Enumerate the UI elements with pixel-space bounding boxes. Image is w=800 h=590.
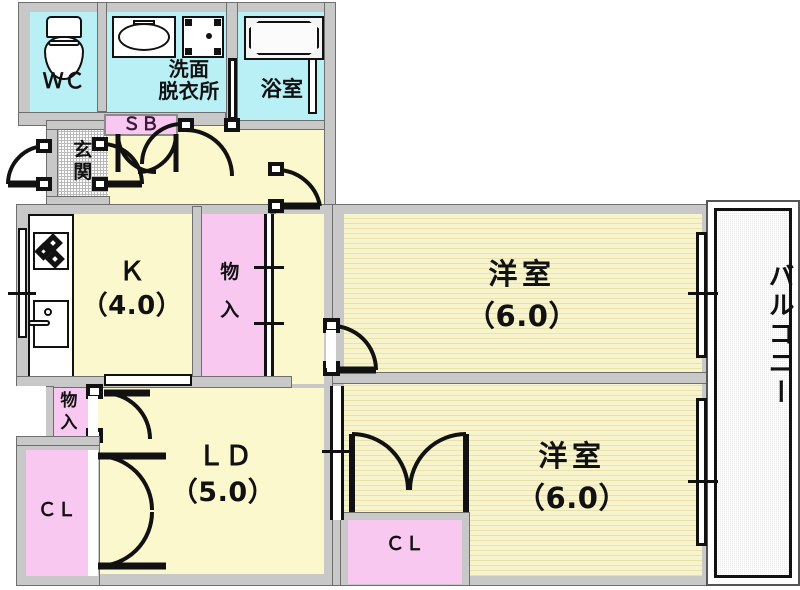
- washer-drain-dot: [206, 33, 212, 39]
- opening-room-top-door: [326, 330, 336, 368]
- vanity-basin: [118, 23, 170, 51]
- window-kitchen: [18, 228, 27, 338]
- closet-k-sliding-door: [264, 214, 274, 384]
- window-room-top-balcony: [696, 232, 707, 358]
- sliding-door-ld-room-bottom: [330, 386, 344, 520]
- kitchen-sink-drain: [44, 308, 52, 316]
- wall-above-genkan: [46, 120, 110, 130]
- room-western-top: [344, 214, 702, 374]
- recess-left-exterior: [0, 386, 46, 442]
- wall-ld-left-jog: [16, 436, 100, 446]
- cl-left-door-channel: [88, 450, 98, 576]
- wall-wc-washroom: [97, 2, 107, 112]
- kitchen-sink-faucet: [28, 320, 50, 326]
- closet-k-door-pull-bottom: [254, 322, 284, 325]
- wall-kitchen-closet: [192, 206, 202, 386]
- wall-genkan-left: [46, 120, 58, 204]
- sliding-door-ld-room-bottom-pull: [322, 450, 352, 453]
- area-hallway: [108, 126, 336, 204]
- closet-k-door-pull-top: [254, 266, 284, 269]
- window-room-top-mullion: [688, 292, 718, 295]
- area-balcony: [714, 208, 792, 578]
- washer-corner-bl: [185, 48, 192, 55]
- window-room-bottom-balcony: [696, 398, 707, 546]
- area-hall-strip: [272, 214, 324, 384]
- room-closet-kitchen: [200, 214, 272, 384]
- toilet-seat-line: [48, 40, 80, 46]
- room-cl-left: [26, 450, 88, 576]
- washer-corner-tl: [185, 19, 192, 26]
- area-genkan-floor: [58, 126, 108, 204]
- room-shoebox: [104, 114, 178, 136]
- window-kitchen-mullion: [8, 292, 36, 295]
- washer-corner-tr: [214, 19, 221, 26]
- bath-door-jamb: [228, 58, 237, 120]
- room-cl-bottom: [348, 520, 462, 584]
- opening-ld-door: [88, 396, 98, 436]
- bath-sliding-panel: [308, 58, 317, 114]
- washer-corner-br: [214, 48, 221, 55]
- bathtub-inner: [249, 21, 319, 55]
- toilet-tank: [46, 16, 82, 38]
- wall-closet-hall: [270, 206, 276, 214]
- window-room-bottom-mullion: [688, 480, 718, 483]
- room-ld: [96, 388, 324, 574]
- wall-hall-right: [324, 2, 336, 208]
- wall-between-rooms: [332, 372, 714, 384]
- kitchen-pass-opening: [104, 374, 192, 386]
- vanity-faucet: [133, 20, 155, 25]
- wall-bathblock-bottom: [236, 120, 336, 130]
